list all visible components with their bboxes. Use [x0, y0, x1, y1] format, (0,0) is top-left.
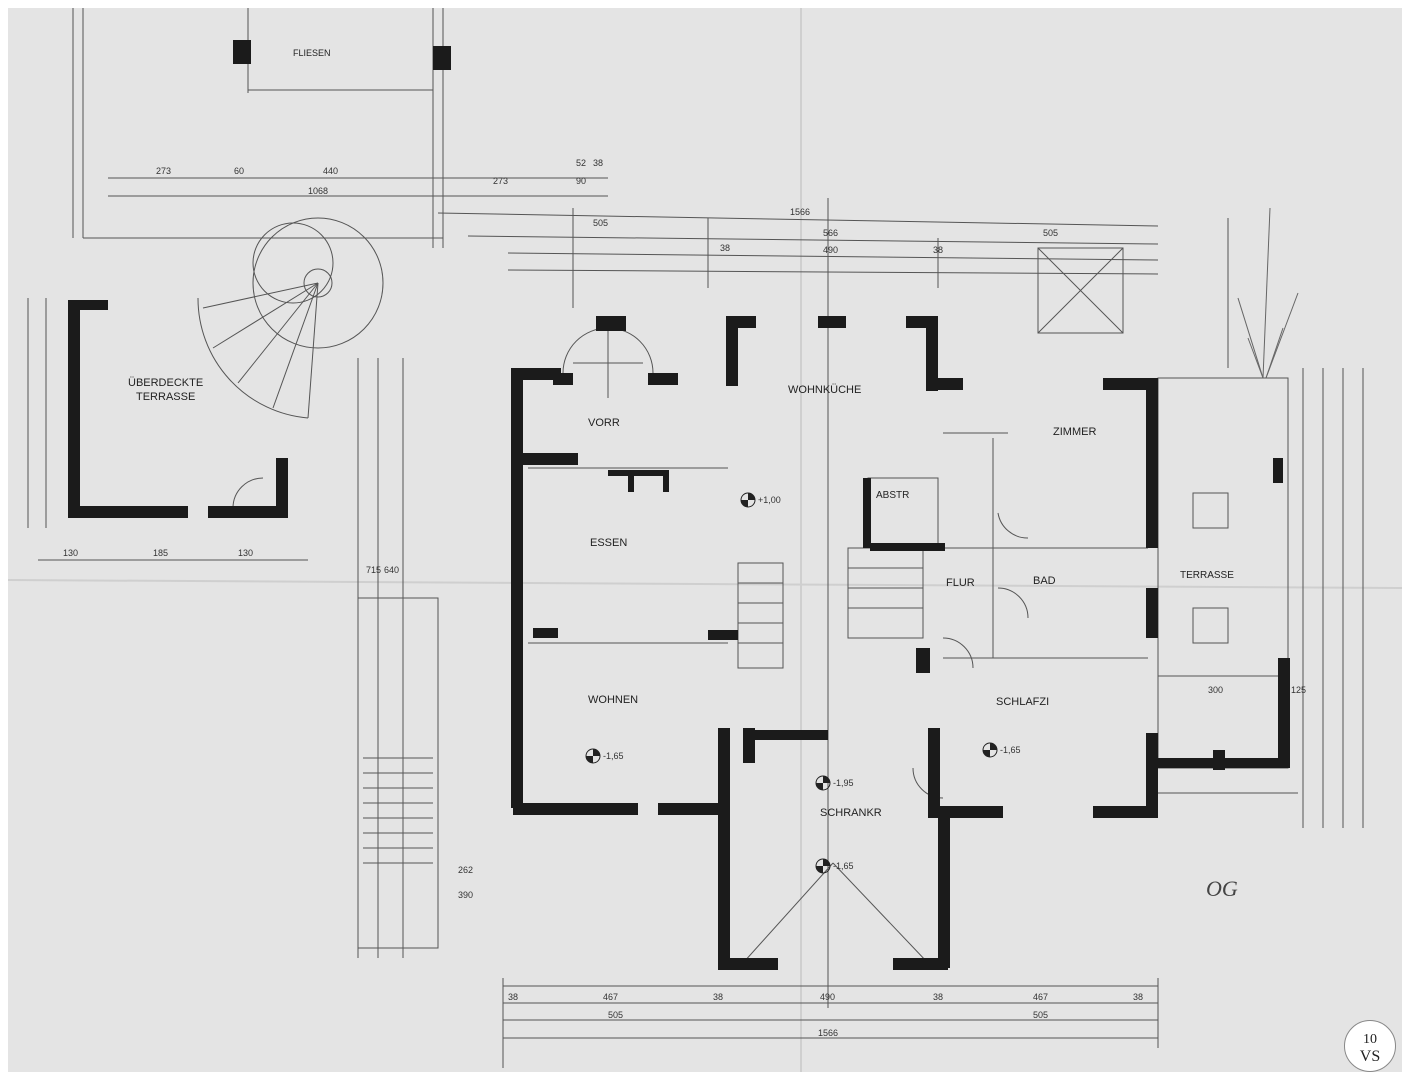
level-marker-schrank-mid: -1,65 — [815, 858, 854, 874]
dim-bottom-mid-2: 505 — [1033, 1010, 1048, 1020]
dim-overall-top: 1566 — [790, 207, 810, 217]
label-vorr: VORR — [588, 417, 620, 429]
logo-bottom-text: VS — [1360, 1048, 1380, 1065]
dim-top-1: 273 — [156, 166, 171, 176]
label-zimmer: ZIMMER — [1053, 426, 1096, 438]
svg-text:+1,00: +1,00 — [758, 495, 781, 505]
svg-text:-1,65: -1,65 — [833, 861, 854, 871]
label-flur: FLUR — [946, 577, 975, 589]
level-marker-schlaf: -1,65 — [982, 742, 1021, 758]
dim-top-4: 52 — [576, 158, 586, 168]
dim-top-sub-1: 273 — [493, 176, 508, 186]
label-schrankr: SCHRANKR — [820, 807, 882, 819]
label-fliesen: FLIESEN — [293, 48, 331, 58]
dim-overall-bottom: 1566 — [818, 1028, 838, 1038]
label-terrasse: TERRASSE — [1180, 570, 1234, 581]
logo-top-text: 10 — [1363, 1032, 1377, 1047]
dim-top-total-left: 1068 — [308, 186, 328, 196]
logo-mark: 10 VS — [1360, 1032, 1380, 1065]
dim-top-seg-1: 505 — [593, 218, 608, 228]
plant-sketch — [1237, 207, 1299, 379]
handwritten-og-annotation: OG — [1206, 876, 1238, 901]
label-wohnen: WOHNEN — [588, 694, 638, 706]
dim-bottom-4: 490 — [820, 992, 835, 1002]
dim-bottom-7: 38 — [1133, 992, 1143, 1002]
level-markers: +1,00 -1,65 -1,95 -1,65 -1,65 — [585, 492, 1021, 874]
dimension-labels: 273 60 440 52 38 1068 273 90 1566 505 56… — [63, 158, 1306, 1038]
dim-top-seg-2: 566 — [823, 228, 838, 238]
floor-plan-drawing: ÜBERDECKTE TERRASSE FLIESEN VORR WOHNKÜC… — [8, 8, 1402, 1072]
watermark-logo: 10 VS — [1344, 1020, 1396, 1072]
paper-folds — [8, 8, 1402, 1072]
dim-left-vert-1: 715 — [366, 565, 381, 575]
dim-top-3: 440 — [323, 166, 338, 176]
room-labels: ÜBERDECKTE TERRASSE FLIESEN VORR WOHNKÜC… — [128, 48, 1234, 819]
svg-text:-1,65: -1,65 — [1000, 745, 1021, 755]
label-wohnkueche: WOHNKÜCHE — [788, 384, 861, 396]
dim-left-terr-1: 130 — [63, 548, 78, 558]
dim-top-inner-1: 38 — [720, 243, 730, 253]
dim-top-seg-3: 505 — [1043, 228, 1058, 238]
dim-left-terr-3: 130 — [238, 548, 253, 558]
walls — [68, 40, 1290, 970]
dim-bottom-5: 38 — [933, 992, 943, 1002]
label-essen: ESSEN — [590, 537, 627, 549]
dimension-lines — [27, 8, 1364, 1068]
label-bad: BAD — [1033, 575, 1056, 587]
dim-bottom-mid-1: 505 — [608, 1010, 623, 1020]
level-marker-kueche: +1,00 — [740, 492, 781, 508]
dim-bottom-2: 467 — [603, 992, 618, 1002]
dim-left-terr-2: 185 — [153, 548, 168, 558]
floor-plan-sheet: ÜBERDECKTE TERRASSE FLIESEN VORR WOHNKÜC… — [8, 8, 1402, 1072]
level-marker-wohnen: -1,65 — [585, 748, 624, 764]
dim-left-vert-4: 390 — [458, 890, 473, 900]
dim-right-side: 125 — [1291, 685, 1306, 695]
dim-right-terr: 300 — [1208, 685, 1223, 695]
dim-top-5: 38 — [593, 158, 603, 168]
dim-top-inner-3: 38 — [933, 245, 943, 255]
label-ueberdeckte-terrasse-1: ÜBERDECKTE — [128, 377, 203, 389]
dim-top-2: 60 — [234, 166, 244, 176]
dim-left-vert-3: 262 — [458, 865, 473, 875]
svg-text:-1,95: -1,95 — [833, 778, 854, 788]
dim-bottom-6: 467 — [1033, 992, 1048, 1002]
dim-top-inner-2: 490 — [823, 245, 838, 255]
label-abstr: ABSTR — [876, 490, 909, 501]
level-marker-schrank-top: -1,95 — [815, 775, 854, 791]
dim-top-sub-2: 90 — [576, 176, 586, 186]
dim-bottom-3: 38 — [713, 992, 723, 1002]
label-schlafzi: SCHLAFZI — [996, 696, 1049, 708]
svg-text:-1,65: -1,65 — [603, 751, 624, 761]
label-ueberdeckte-terrasse-2: TERRASSE — [136, 391, 195, 403]
dim-bottom-1: 38 — [508, 992, 518, 1002]
dim-left-vert-2: 640 — [384, 565, 399, 575]
